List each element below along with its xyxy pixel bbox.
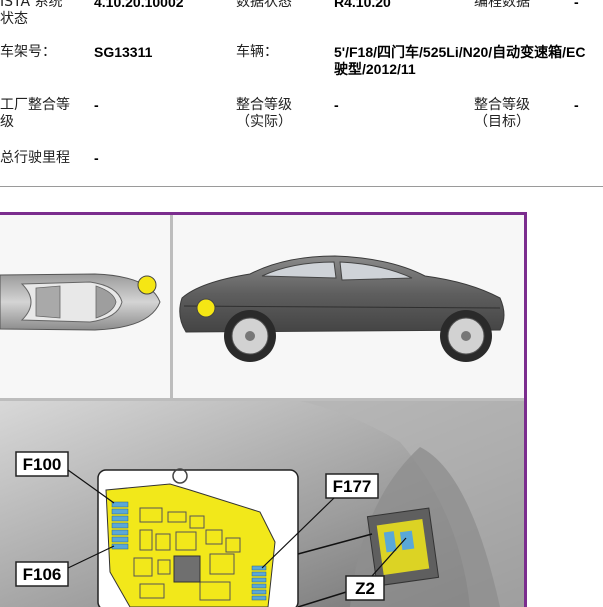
figure-frame-right	[524, 212, 527, 607]
data-status-label: 数据状态	[236, 0, 292, 10]
fusebox-location-marker-side	[196, 298, 216, 318]
actual-level-label: 整合等级 （实际）	[236, 97, 292, 130]
programming-data-value: -	[574, 0, 579, 10]
callout-f100: F100	[15, 451, 115, 504]
vehicle-value: 5'/F18/四门车/525Li/N20/自动变速箱/EC 驶型/2012/11	[334, 44, 586, 77]
callout-f106-label: F106	[23, 565, 62, 584]
callout-f106: F106	[15, 545, 115, 587]
fuse-column-left	[111, 501, 129, 550]
ista-status-value: 4.10.20.10002	[94, 0, 184, 10]
fuse-column-right	[251, 565, 267, 601]
data-status-value: R4.10.20	[334, 0, 391, 10]
callout-f100-label: F100	[23, 455, 62, 474]
fusebox-detail	[97, 468, 299, 607]
callout-f177: F177	[261, 473, 379, 569]
fuse-location-figure: F100 F106 F177 Z2	[0, 212, 528, 607]
callout-z2: Z2	[345, 537, 407, 601]
chassis-value: SG13311	[94, 44, 153, 60]
fusebox-location-marker-top	[137, 275, 157, 295]
actual-level-value: -	[334, 97, 339, 113]
callout-z2-label: Z2	[355, 579, 375, 598]
programming-data-label: 编程数据	[474, 0, 530, 10]
chassis-label: 车架号：	[0, 44, 56, 60]
mileage-value: -	[94, 150, 99, 166]
factory-level-label: 工厂整合等 级	[0, 97, 70, 130]
detail-connector-line-top	[297, 533, 373, 555]
callout-f177-label: F177	[333, 477, 372, 496]
vehicle-label: 车辆：	[236, 44, 278, 60]
ista-status-label: ISTA 系统 状态	[0, 0, 63, 27]
panel-divider-horizontal	[0, 398, 524, 401]
car-top-view	[0, 215, 172, 399]
factory-level-value: -	[94, 97, 99, 113]
car-side-view	[173, 215, 524, 399]
target-level-value: -	[574, 97, 579, 113]
panel-divider-vertical	[170, 215, 173, 399]
target-level-label: 整合等级 （目标）	[474, 97, 530, 130]
fusebox-components	[133, 507, 241, 601]
fusebox-center-relay	[173, 555, 201, 583]
fuse-diagram-svg: F100 F106 F177 Z2	[0, 212, 527, 607]
figure-frame-top	[0, 212, 527, 215]
vehicle-info-table: ISTA 系统 状态 4.10.20.10002 数据状态 R4.10.20 编…	[0, 0, 603, 190]
mileage-label: 总行驶里程	[0, 150, 70, 166]
section-divider	[0, 186, 603, 187]
